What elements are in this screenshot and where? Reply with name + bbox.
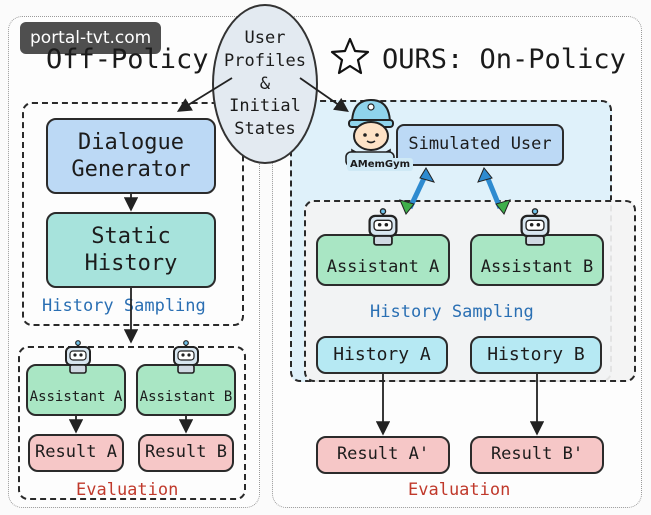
result-b-prime-box: Result B'	[470, 436, 604, 474]
result-b-prime-label: Result B'	[490, 444, 584, 465]
watermark: portal-tvt.com	[20, 22, 162, 54]
user-profiles-ellipse: User Profiles & Initial States	[212, 4, 318, 164]
assistant-b-label: Assistant B	[139, 388, 233, 405]
simulated-user-label: Simulated User	[408, 134, 552, 155]
history-a-label: History A	[333, 343, 431, 365]
robot-icon	[65, 340, 91, 374]
result-a-box: Result A	[28, 434, 124, 472]
on-policy-assistant-b-label: Assistant B	[480, 256, 594, 277]
dialogue-generator-box: Dialogue Generator	[46, 118, 216, 194]
history-sampling-group	[22, 102, 244, 326]
on-policy-title: OURS: On-Policy	[382, 44, 626, 75]
result-b-box: Result B	[138, 434, 234, 472]
static-history-label: Static History	[84, 223, 178, 277]
star-icon	[330, 37, 370, 75]
history-sampling-label: History Sampling	[42, 296, 206, 316]
user-profiles-text: User Profiles & Initial States	[224, 27, 306, 140]
user-badge: AMemGym	[347, 158, 414, 171]
off-policy-title: Off-Policy	[46, 44, 209, 75]
evaluation-label: Evaluation	[76, 480, 179, 500]
result-a-label: Result A	[35, 442, 117, 463]
history-a-box: History A	[316, 336, 448, 374]
result-b-label: Result B	[145, 442, 227, 463]
user-avatar-icon	[345, 98, 395, 167]
simulated-user-box: Simulated User	[396, 124, 564, 166]
on-policy-evaluation-label: Evaluation	[408, 480, 511, 500]
history-b-label: History B	[487, 343, 585, 365]
robot-icon	[520, 208, 550, 246]
on-policy-assistant-a-label: Assistant A	[326, 256, 440, 277]
result-a-prime-label: Result A'	[336, 444, 430, 465]
dialogue-generator-label: Dialogue Generator	[71, 129, 191, 183]
static-history-box: Static History	[46, 212, 216, 288]
result-a-prime-box: Result A'	[316, 436, 450, 474]
evaluation-group	[18, 346, 246, 500]
history-b-box: History B	[470, 336, 602, 374]
assistant-a-box: Assistant A	[26, 364, 126, 416]
robot-icon	[368, 208, 398, 246]
assistant-a-label: Assistant A	[29, 388, 123, 405]
on-policy-history-sampling-label: History Sampling	[370, 302, 534, 322]
robot-icon	[173, 340, 199, 374]
